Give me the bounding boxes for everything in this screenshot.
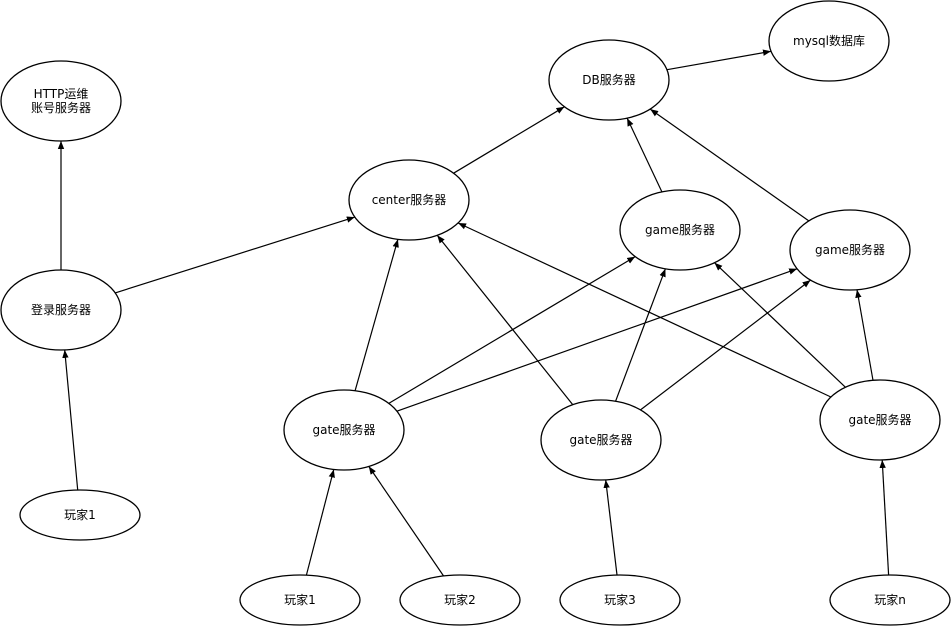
edge-playern-to-gate3 <box>879 459 890 576</box>
edge-gate3-to-center <box>457 222 832 398</box>
edge-gate3-to-game2 <box>855 289 874 381</box>
edge-player2-to-gate1 <box>368 466 445 577</box>
edge-player3-to-gate2 <box>603 479 618 576</box>
game-server-label-1: game服务器 <box>645 222 715 237</box>
db-server-label: DB服务器 <box>582 72 635 87</box>
mysql-database-label: mysql数据库 <box>793 33 865 48</box>
game-server-node-1[interactable]: game服务器 <box>619 189 741 271</box>
player2-label: 玩家2 <box>444 592 476 607</box>
gate-server-node-2[interactable]: gate服务器 <box>540 399 662 481</box>
http-account-server-label-line1: HTTP运维 <box>34 87 89 101</box>
player1-login-node[interactable]: 玩家1 <box>19 489 141 541</box>
playern-label: 玩家n <box>874 592 906 607</box>
edge-db-to-mysql <box>666 49 772 71</box>
http-account-server-label-line2: 账号服务器 <box>31 100 91 115</box>
playern-node[interactable]: 玩家n <box>829 574 951 626</box>
login-server-label: 登录服务器 <box>31 302 91 317</box>
edge-gate1-to-game1 <box>388 256 636 404</box>
edge-gate1-to-center <box>354 239 399 391</box>
edge-gate2-to-game1 <box>615 268 666 402</box>
login-server-node[interactable]: 登录服务器 <box>0 269 122 351</box>
player3-node[interactable]: 玩家3 <box>559 574 681 626</box>
edges-layer <box>57 49 890 577</box>
edge-gate3-to-game1 <box>714 262 846 388</box>
edge-gate2-to-center <box>436 234 574 406</box>
game-server-label-2: game服务器 <box>815 242 885 257</box>
player3-label: 玩家3 <box>604 592 636 607</box>
edge-player1-to-gate1 <box>305 469 335 576</box>
player1-label: 玩家1 <box>284 592 316 607</box>
gate-server-node-1[interactable]: gate服务器 <box>283 389 405 471</box>
center-server-label: center服务器 <box>372 192 447 207</box>
gate-server-node-3[interactable]: gate服务器 <box>819 379 941 461</box>
db-server-node[interactable]: DB服务器 <box>548 39 670 121</box>
http-account-server-node[interactable]: HTTP运维 账号服务器 <box>0 60 122 142</box>
center-server-node[interactable]: center服务器 <box>348 159 470 241</box>
edge-game1-to-db <box>626 117 663 193</box>
edge-login-to-center <box>115 216 355 294</box>
player2-node[interactable]: 玩家2 <box>399 574 521 626</box>
gate-server-label-3: gate服务器 <box>848 412 911 427</box>
edge-gate1-to-game2 <box>396 268 798 412</box>
mysql-database-node[interactable]: mysql数据库 <box>768 0 890 82</box>
game-server-node-2[interactable]: game服务器 <box>789 209 911 291</box>
edge-player1_login-to-login <box>62 349 79 491</box>
player1-login-label: 玩家1 <box>64 507 96 522</box>
edge-center-to-db <box>453 106 565 174</box>
edge-gate2-to-game2 <box>640 279 811 411</box>
player1-node[interactable]: 玩家1 <box>239 574 361 626</box>
edge-game2-to-db <box>649 108 810 222</box>
gate-server-label-1: gate服务器 <box>312 422 375 437</box>
gate-server-label-2: gate服务器 <box>569 432 632 447</box>
